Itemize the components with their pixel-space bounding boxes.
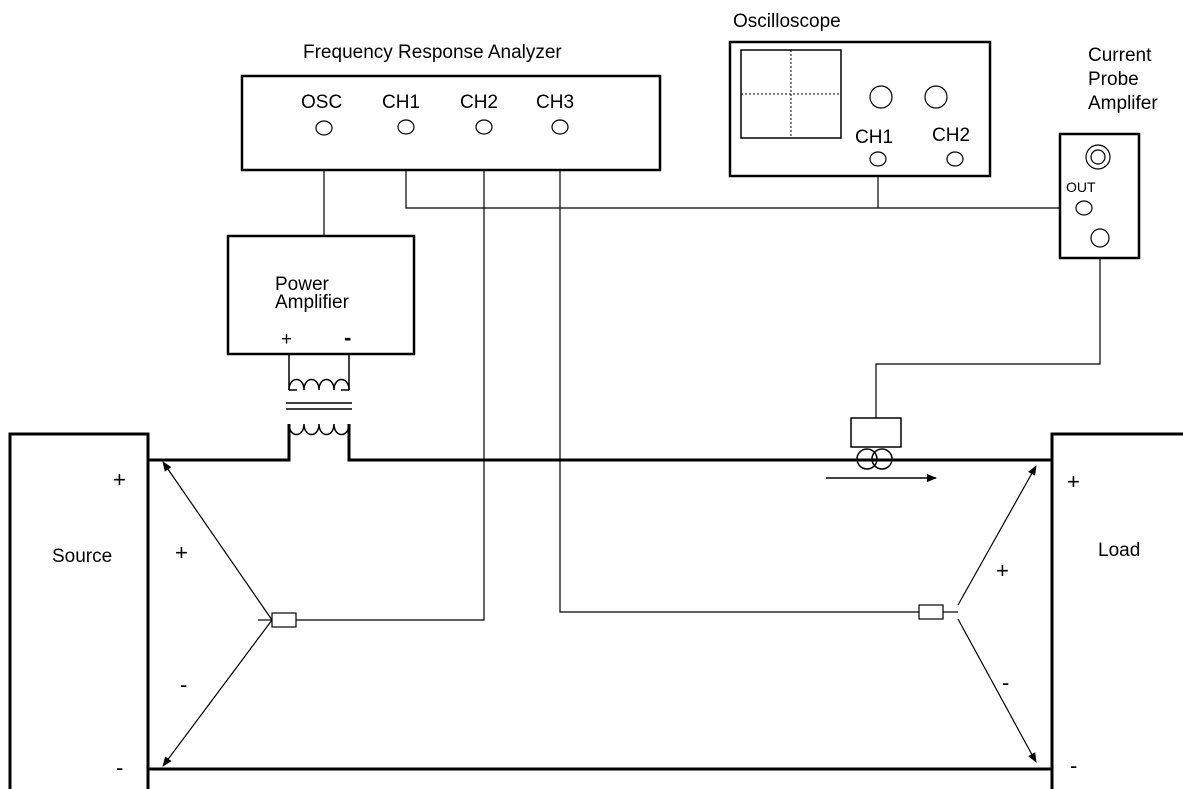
oscilloscope-ch2-terminal[interactable] (946, 151, 964, 167)
fra-ch3-terminal[interactable] (551, 119, 569, 135)
power-amp-plus-label: + (281, 329, 292, 350)
oscilloscope-box (728, 40, 992, 178)
power-amp-minus-label: - (344, 325, 351, 350)
probe-amp-connector-inner (1090, 149, 1106, 165)
fra-box (240, 74, 662, 172)
source-plus-label: + (113, 467, 126, 492)
power-amp-title-line2: Amplifier (275, 292, 350, 313)
load-sense-probe[interactable] (918, 604, 944, 620)
fra-ch3-label: CH3 (536, 92, 574, 113)
load-probe-plus-label: + (996, 558, 1009, 583)
probe-amp-out-terminal[interactable] (1075, 200, 1093, 216)
fra-ch2-terminal[interactable] (475, 119, 493, 135)
wire-ch3-to-load-probe (559, 134, 919, 613)
probe-amp-title-line1: Current (1088, 45, 1152, 66)
source-sense-lead-minus (162, 619, 273, 767)
source-sense-probe[interactable] (271, 612, 297, 628)
oscilloscope-title: Oscilloscope (733, 11, 841, 32)
load-sense-lead-minus (957, 618, 1037, 763)
fra-ch2-label: CH2 (460, 92, 498, 113)
power-amp-box (226, 234, 416, 356)
source-label: Source (52, 546, 112, 567)
source-sense-lead-plus (162, 461, 273, 621)
load-label: Load (1098, 540, 1140, 561)
source-probe-minus-label: - (180, 672, 187, 697)
probe-amp-title-line3: Amplifer (1088, 93, 1158, 114)
source-box (8, 432, 150, 789)
oscilloscope-ch1-terminal[interactable] (869, 151, 887, 167)
load-sense-lead-plus (957, 465, 1037, 606)
probe-amp-title-line2: Probe (1088, 69, 1139, 90)
load-minus-label: - (1070, 753, 1077, 778)
load-plus-label: + (1067, 469, 1080, 494)
load-box (1050, 432, 1183, 789)
source-minus-label: - (116, 755, 123, 780)
fra-osc-terminal[interactable] (315, 120, 333, 136)
positive-bus-right (347, 424, 1052, 462)
fra-osc-label: OSC (301, 92, 342, 113)
current-probe-clamp (856, 448, 893, 470)
oscilloscope-ch1-label: CH1 (855, 127, 893, 148)
probe-amp-out-label: OUT (1066, 179, 1096, 195)
oscilloscope-knob-1[interactable] (869, 85, 893, 109)
injection-transformer (286, 354, 352, 436)
source-probe-plus-label: + (175, 540, 188, 565)
probe-amp-input-terminal[interactable] (1090, 228, 1110, 248)
oscilloscope-ch2-label: CH2 (932, 125, 970, 146)
power-amp-title-line1: Power (275, 274, 330, 295)
load-probe-minus-label: - (1002, 670, 1009, 695)
wire-ch2-to-source-probe (296, 134, 485, 621)
current-probe-body[interactable] (850, 417, 902, 448)
oscilloscope-knob-2[interactable] (924, 85, 948, 109)
fra-ch1-label: CH1 (382, 92, 420, 113)
wire-probe-amp-to-current-probe (875, 246, 1101, 418)
fra-ch1-terminal[interactable] (397, 119, 415, 135)
fra-title: Frequency Response Analyzer (303, 42, 562, 63)
positive-bus (148, 424, 291, 462)
